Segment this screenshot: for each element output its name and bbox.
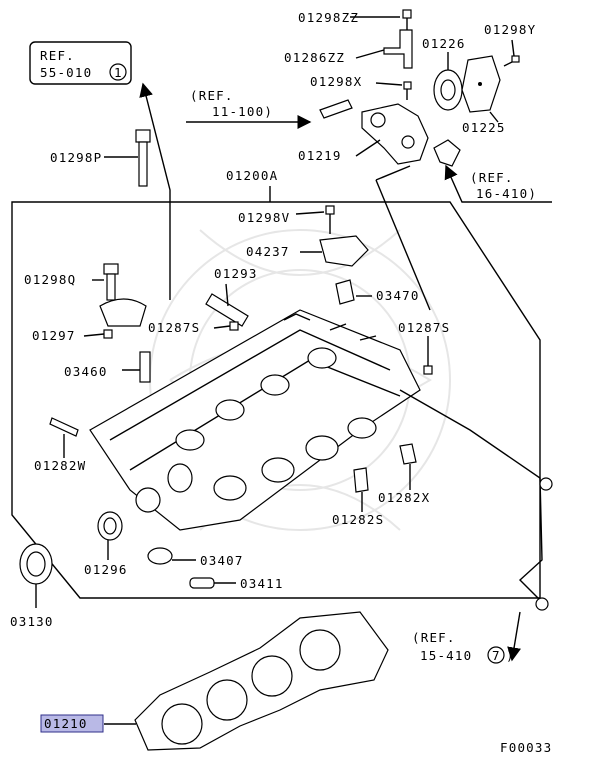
- label-01298y: 01298Y: [484, 22, 536, 37]
- ref-55-circle-num: 1: [114, 65, 123, 80]
- label-03407: 03407: [200, 553, 244, 568]
- label-01200a: 01200A: [226, 168, 278, 183]
- label-01286zz: 01286ZZ: [284, 50, 345, 65]
- label-01298p: 01298P: [50, 150, 102, 165]
- label-01298v: 01298V: [238, 210, 290, 225]
- label-03130: 03130: [10, 614, 54, 629]
- labels-group: 01298ZZ 01286ZZ 01298X 01226 01298Y 0122…: [10, 10, 552, 755]
- ref-55-010-callout[interactable]: REF. 55-010 1: [29, 41, 132, 85]
- label-01226: 01226: [422, 36, 466, 51]
- label-ref-11: (REF.: [190, 88, 234, 103]
- label-03470: 03470: [376, 288, 420, 303]
- ref-55-text: REF.: [40, 48, 75, 63]
- label-01219: 01219: [298, 148, 342, 163]
- label-01293: 01293: [214, 266, 258, 281]
- cylinder-head: [89, 309, 421, 531]
- label-01282x: 01282X: [378, 490, 430, 505]
- thermostat-housing-group: [319, 9, 520, 167]
- label-01298q: 01298Q: [24, 272, 76, 287]
- label-01225: 01225: [462, 120, 506, 135]
- label-01298zz: 01298ZZ: [298, 10, 359, 25]
- bolt-01298p: [104, 129, 151, 187]
- label-01296: 01296: [84, 562, 128, 577]
- label-01210: 01210: [44, 716, 88, 731]
- label-03460: 03460: [64, 364, 108, 379]
- label-ref-15-circ: 7: [492, 648, 501, 663]
- label-ref-15-num: 15-410: [420, 648, 472, 663]
- label-04237: 04237: [246, 244, 290, 259]
- label-01287s-right: 01287S: [398, 320, 450, 335]
- label-01282w: 01282W: [34, 458, 86, 473]
- highlight-01210: [40, 714, 104, 733]
- label-01298x: 01298X: [310, 74, 362, 89]
- head-gasket: [134, 611, 389, 751]
- label-01297: 01297: [32, 328, 76, 343]
- ref-55-num: 55-010: [40, 65, 92, 80]
- label-ref-15: (REF.: [412, 630, 456, 645]
- label-ref-16: (REF.: [470, 170, 514, 185]
- label-ref-11-num: 11-100): [212, 104, 273, 119]
- label-01282s: 01282S: [332, 512, 384, 527]
- label-ref-16-num: 16-410): [476, 186, 537, 201]
- diagram-id: F00033: [500, 740, 552, 755]
- label-ref-15-close: ): [506, 648, 515, 663]
- label-01287s-left: 01287S: [148, 320, 200, 335]
- label-03411: 03411: [240, 576, 284, 591]
